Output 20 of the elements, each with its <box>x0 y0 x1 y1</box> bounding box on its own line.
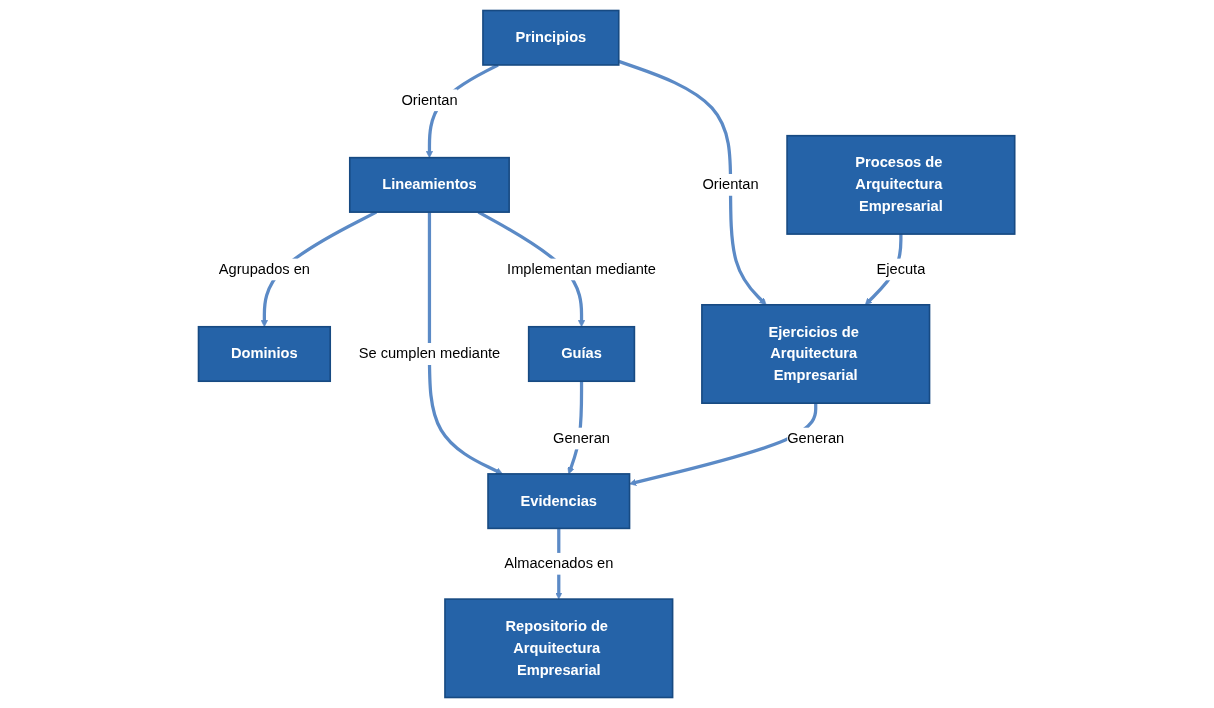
edge-label: Orientan <box>401 91 458 109</box>
node-box: Guías <box>528 325 636 383</box>
node-box: Ejercicios de Arquitectura Empresarial <box>701 304 931 404</box>
node-box: Principios <box>482 9 620 66</box>
arrow <box>629 403 818 486</box>
edge-label: Almacenados en <box>504 555 614 572</box>
edge-label: Se cumplen mediante <box>359 345 501 362</box>
arrow <box>618 59 767 306</box>
edge-label: Orientan <box>702 176 760 193</box>
node-box: Repositorio de Arquitectura Empresarial <box>444 598 674 699</box>
edge-label: Implementan mediante <box>507 260 657 278</box>
arrow <box>428 212 504 475</box>
node-box: Procesos de Arquitectura Empresarial <box>786 134 1016 235</box>
edge-label: Ejecuta <box>876 260 926 278</box>
node-box: Lineamientos <box>349 156 511 213</box>
edge-label: Agrupados en <box>219 260 311 278</box>
node-box: Evidencias <box>487 473 631 530</box>
node-box: Dominios <box>198 325 332 383</box>
edge-label: Generan <box>787 430 845 447</box>
edge-label: Generan <box>553 430 611 447</box>
